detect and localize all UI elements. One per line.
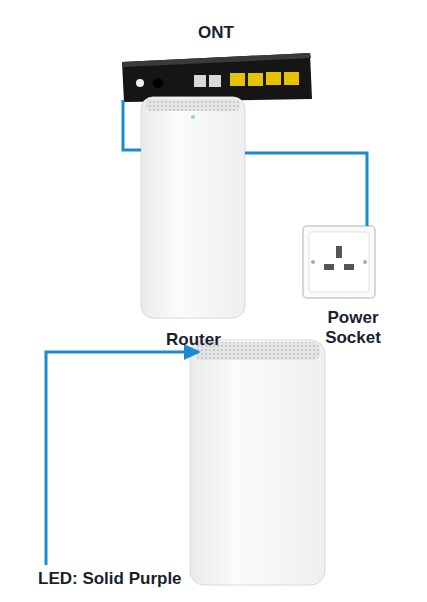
- power-socket: Power Socket: [303, 226, 375, 298]
- cable-line: [245, 153, 367, 226]
- node-label: Power Socket: [311, 308, 395, 349]
- callout-label: LED: Solid Purple: [38, 569, 182, 589]
- ont-device: ONT: [121, 55, 311, 100]
- node-label: ONT: [198, 23, 234, 43]
- router-tower: [141, 97, 245, 318]
- router-tower: [190, 340, 325, 585]
- power-socket: [303, 226, 375, 298]
- router: Router: [141, 97, 245, 318]
- ont-device: [122, 53, 312, 102]
- led-leader: [46, 344, 201, 565]
- cable-line: [123, 100, 141, 150]
- node-label: Router: [166, 330, 221, 350]
